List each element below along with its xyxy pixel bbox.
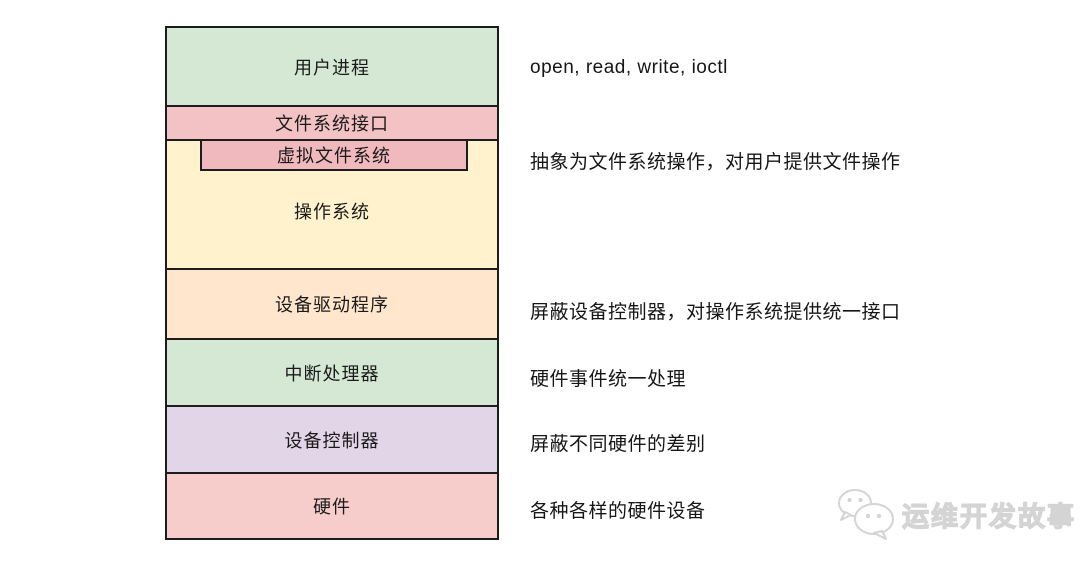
layer-vfs: 虚拟文件系统	[200, 139, 468, 171]
layer-device-controller: 设备控制器	[167, 407, 497, 474]
layer-interrupt-handler: 中断处理器	[167, 340, 497, 407]
layer-fs-interface-label: 文件系统接口	[275, 114, 389, 134]
wechat-icon	[838, 489, 894, 540]
annotation-user-process: open, read, write, ioctl	[530, 57, 728, 78]
annotation-device-controller: 屏蔽不同硬件的差别	[530, 434, 706, 455]
layer-os-label: 操作系统	[294, 202, 370, 222]
layer-user-process-label: 用户进程	[294, 57, 370, 78]
layer-stack: 用户进程 文件系统接口 虚拟文件系统 操作系统 设备驱动程序 中断处理器 设备控…	[165, 26, 499, 540]
layer-vfs-label: 虚拟文件系统	[277, 146, 391, 166]
layer-fs-interface: 文件系统接口	[167, 107, 497, 141]
layer-hardware-label: 硬件	[313, 497, 351, 517]
layer-os: 虚拟文件系统 操作系统	[167, 139, 497, 270]
annotation-interrupt-handler: 硬件事件统一处理	[530, 369, 687, 390]
layer-interrupt-handler-label: 中断处理器	[284, 363, 380, 384]
layer-device-controller-label: 设备控制器	[284, 430, 380, 451]
annotation-device-driver: 屏蔽设备控制器，对操作系统提供统一接口	[530, 302, 901, 323]
layer-user-process: 用户进程	[167, 28, 497, 107]
watermark: 运维开发故事	[836, 486, 1076, 542]
annotation-hardware: 各种各样的硬件设备	[530, 501, 706, 522]
layer-device-driver: 设备驱动程序	[167, 270, 497, 340]
layer-device-driver-label: 设备驱动程序	[275, 295, 389, 315]
annotation-vfs: 抽象为文件系统操作，对用户提供文件操作	[530, 152, 901, 173]
watermark-text: 运维开发故事	[901, 501, 1076, 532]
layer-hardware: 硬件	[167, 474, 497, 538]
